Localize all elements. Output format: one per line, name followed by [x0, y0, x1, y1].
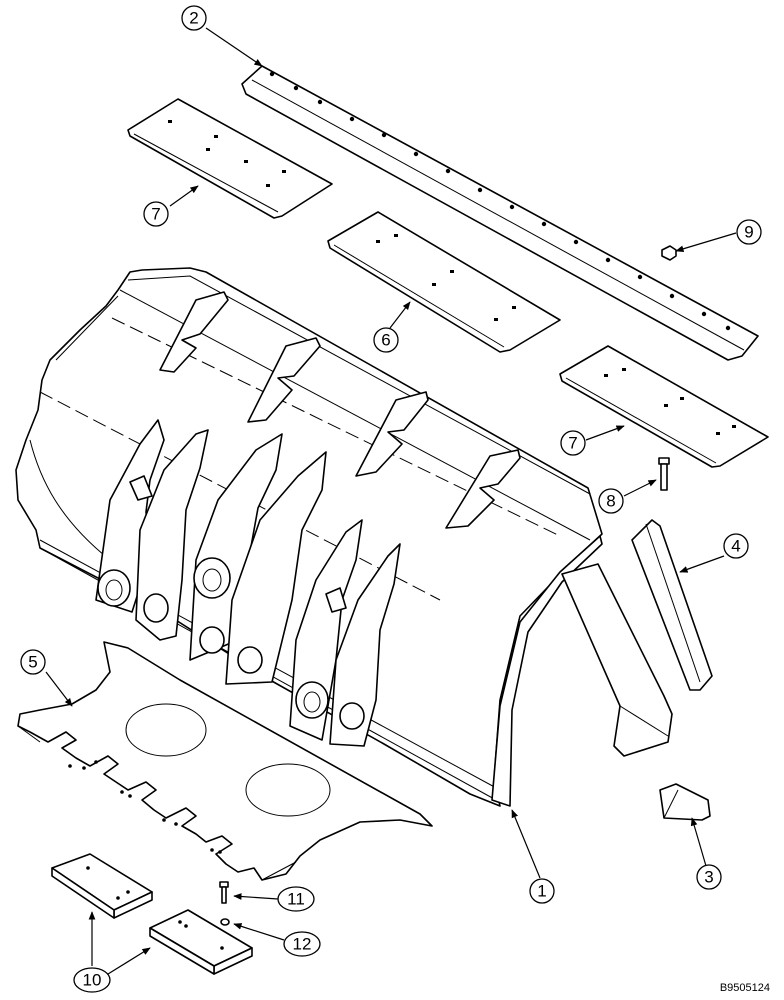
wear-plate-part-7-right [559, 345, 769, 468]
base-plate-part-5 [17, 641, 433, 881]
callout-11: 11 [277, 886, 315, 912]
bolt-part-11 [219, 881, 229, 904]
callout-12-label: 12 [293, 935, 312, 954]
callout-10: 10 [73, 967, 111, 993]
callout-3-label: 3 [704, 868, 713, 887]
callout-8-label: 8 [606, 492, 615, 511]
wear-plate-part-7-left [127, 98, 333, 219]
callout-5-label: 5 [28, 653, 37, 672]
callout-8: 8 [598, 488, 624, 514]
leader-lines [45, 27, 737, 975]
callout-6: 6 [373, 327, 399, 353]
callout-12: 12 [283, 931, 321, 957]
pad-part-10-upper [51, 853, 153, 919]
callout-7-lower: 7 [560, 430, 586, 456]
callout-9-label: 9 [744, 223, 753, 242]
callout-2-label: 2 [189, 9, 198, 28]
callout-10-label: 10 [83, 971, 102, 990]
callout-1: 1 [529, 878, 555, 904]
drawing-reference-code: B9505124 [719, 982, 770, 994]
callout-7-upper-label: 7 [151, 205, 160, 224]
bolt-part-8 [658, 457, 670, 491]
pad-part-10-lower [149, 909, 253, 975]
callout-5: 5 [20, 649, 46, 675]
wear-plate-part-6 [327, 211, 561, 353]
callout-7-lower-label: 7 [568, 434, 577, 453]
callout-2: 2 [181, 5, 207, 31]
callout-11-label: 11 [287, 890, 305, 909]
callout-1-label: 1 [537, 882, 546, 901]
side-wear-plate-part-4 [631, 519, 713, 691]
callout-3: 3 [696, 864, 722, 890]
bucket-part-1 [15, 267, 673, 807]
corner-block-part-3 [659, 783, 711, 821]
callout-7-upper: 7 [143, 201, 169, 227]
callout-4-label: 4 [731, 537, 740, 556]
callout-6-label: 6 [381, 331, 390, 350]
washer-part-12 [220, 918, 230, 926]
callout-9: 9 [736, 219, 762, 245]
callout-4: 4 [723, 533, 749, 559]
nut-part-9 [661, 245, 677, 261]
